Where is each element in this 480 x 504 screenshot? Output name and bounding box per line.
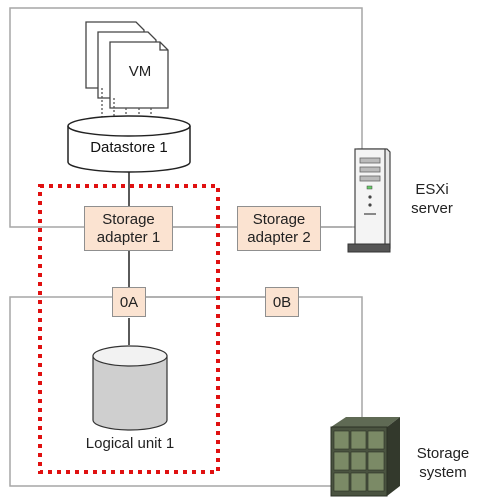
esxi-server-label-line2: server: [411, 200, 453, 217]
storage-adapter-1: Storage adapter 1: [84, 206, 173, 251]
esxi-server-label: ESXi server: [402, 180, 462, 218]
esxi-server-label-line1: ESXi: [415, 181, 449, 198]
storage-adapter-2: Storage adapter 2: [237, 206, 321, 251]
dotted-highlight-frame: [38, 184, 220, 474]
datastore-cylinder-icon: [67, 115, 191, 173]
storage-system-label: Storage system: [410, 444, 476, 482]
datastore-label: Datastore 1: [90, 139, 168, 156]
logical-unit-cylinder-icon: [92, 345, 168, 431]
server-tower-icon: [347, 148, 391, 253]
storage-cabinet-icon: [330, 417, 400, 497]
storage-frame: [9, 296, 363, 487]
storage-system-label-line1: Storage: [416, 445, 470, 462]
storage-adapter-2-line1: Storage: [252, 210, 306, 228]
storage-adapter-2-line2: adapter 2: [247, 228, 311, 246]
logical-unit-label: Logical unit 1: [85, 435, 175, 452]
esxi-frame: [9, 7, 363, 228]
storage-system-label-line2: system: [419, 464, 467, 481]
port-0a: 0A: [112, 287, 146, 317]
storage-adapter-1-line2: adapter 1: [96, 228, 161, 246]
port-0b: 0B: [265, 287, 299, 317]
storage-adapter-1-line1: Storage: [102, 210, 155, 228]
vm-label: VM: [128, 63, 152, 80]
vm-icon: [85, 21, 169, 109]
